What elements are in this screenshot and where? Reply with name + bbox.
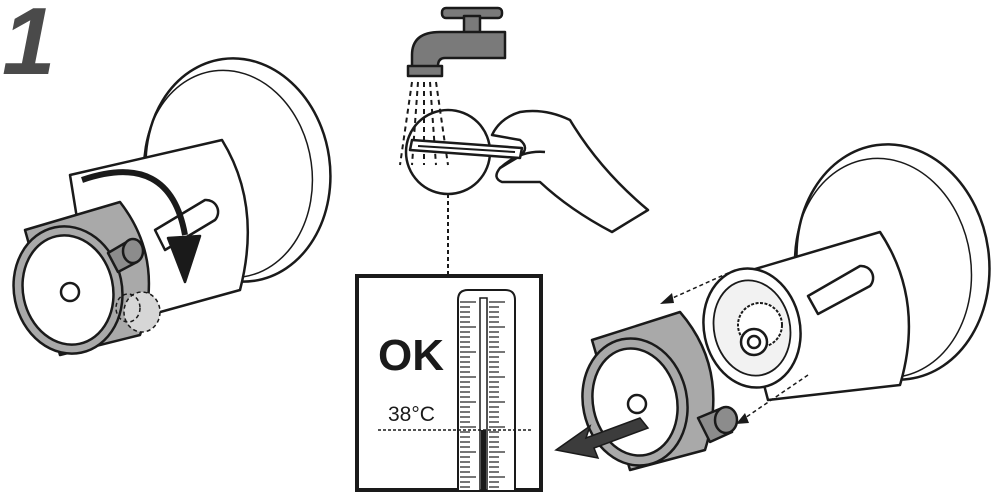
guide-arrowhead-top [660,293,674,304]
hand-outline [492,111,648,232]
left-pin-ghost [124,292,160,332]
hand-with-thermometer-icon [410,111,648,232]
faucet-nozzle [408,66,442,76]
left-knob-spline [61,283,79,301]
thermometer-mercury [481,430,486,490]
cartridge-spindle-core [748,336,760,348]
removed-knob-spline [628,395,646,413]
thermometer-icon [458,290,515,490]
left-stop-pin-end [123,239,143,263]
right-valve-assembly [693,132,1001,400]
left-valve-assembly [2,46,345,364]
faucet-icon [408,8,505,76]
temperature-label: 38°C [388,404,435,425]
thermometer-panel [357,276,541,490]
status-ok-label: OK [378,334,444,378]
step-number: 1 [2,0,51,90]
removed-knob-pin-end [715,407,737,433]
